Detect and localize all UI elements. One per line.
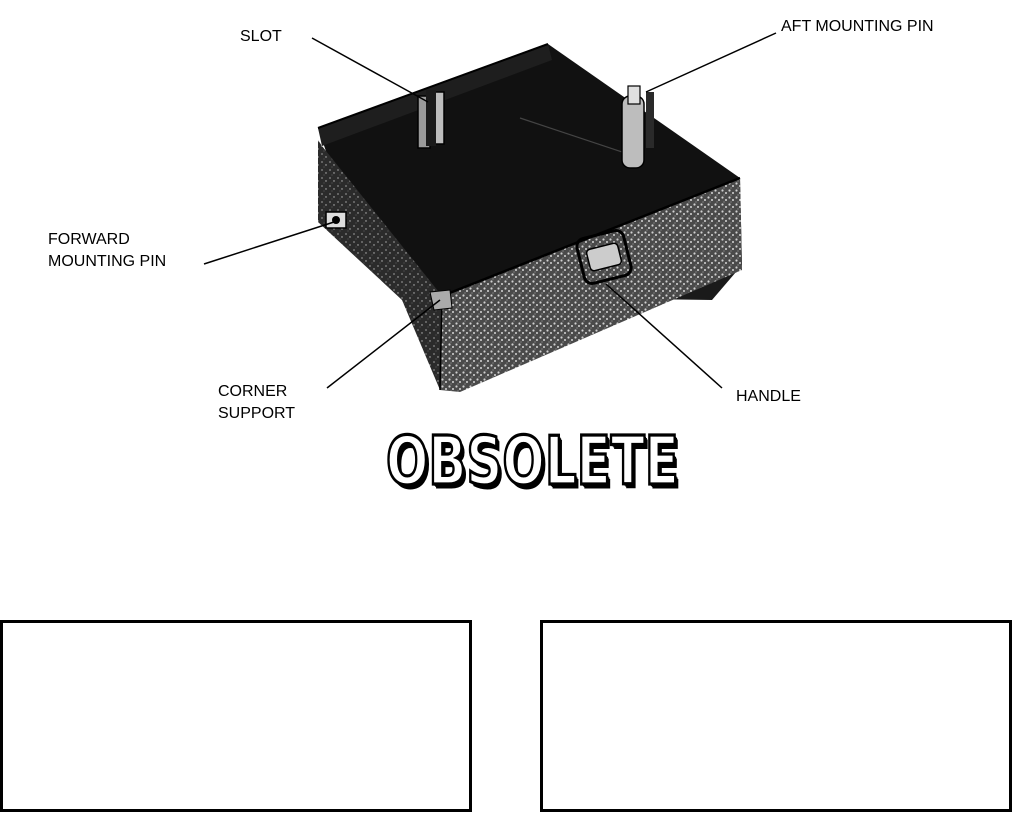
slot-label: SLOT — [240, 26, 282, 48]
empty-box-right — [540, 620, 1012, 812]
handle-label: HANDLE — [736, 386, 801, 408]
corner-support-label: CORNER SUPPORT — [218, 381, 295, 425]
leader-forward-mounting-pin — [204, 222, 334, 264]
aft-mounting-pin-label: AFT MOUNTING PIN — [781, 16, 934, 38]
corner-support-label-line-2: SUPPORT — [218, 403, 295, 425]
slot-label-text: SLOT — [240, 26, 282, 48]
corner-support — [430, 290, 452, 310]
handle-label-text: HANDLE — [736, 386, 801, 408]
empty-box-left — [0, 620, 472, 812]
forward-mounting-pin — [326, 212, 346, 228]
forward-mounting-pin-label-line-2: MOUNTING PIN — [48, 251, 166, 273]
forward-mounting-pin-label-line-1: FORWARD — [48, 229, 166, 251]
leader-aft-mounting-pin — [646, 33, 776, 92]
corner-support-label-line-1: CORNER — [218, 381, 295, 403]
forward-mounting-pin-label: FORWARD MOUNTING PIN — [48, 229, 166, 273]
obsolete-stamp: OBSOLETE — [386, 420, 655, 504]
aft-mounting-pin-label-text: AFT MOUNTING PIN — [781, 16, 934, 38]
leader-slot — [312, 38, 428, 102]
